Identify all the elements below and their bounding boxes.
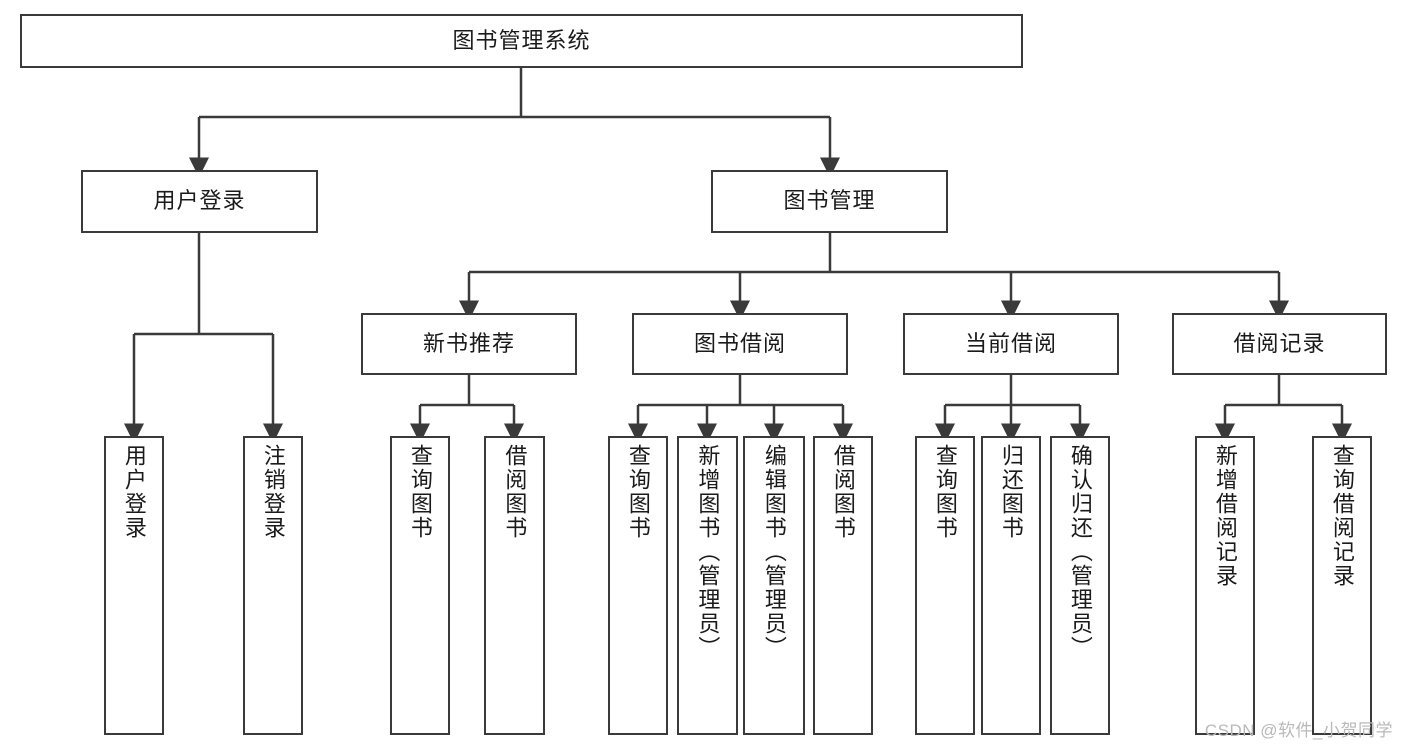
node-leaf-borrow-book-newbook-label: 借阅图书	[502, 444, 528, 540]
node-leaf-confirm-return-admin-label: 确认归还（管理员）	[1067, 444, 1093, 660]
node-leaf-query-book-newbook[interactable]: 查询图书	[390, 436, 450, 735]
node-leaf-confirm-return-admin[interactable]: 确认归还（管理员）	[1050, 436, 1110, 735]
node-book-borrow[interactable]: 图书借阅	[632, 313, 848, 375]
node-leaf-query-book-borrow-label: 查询图书	[625, 444, 651, 540]
node-leaf-query-book-borrow[interactable]: 查询图书	[608, 436, 668, 735]
node-leaf-query-book-newbook-label: 查询图书	[407, 444, 433, 540]
node-leaf-user-login[interactable]: 用户登录	[104, 436, 164, 735]
node-leaf-borrow-book-label: 借阅图书	[830, 444, 856, 540]
node-leaf-logout-label: 注销登录	[260, 444, 286, 540]
node-leaf-query-book-current[interactable]: 查询图书	[915, 436, 975, 735]
node-leaf-borrow-book-newbook[interactable]: 借阅图书	[484, 436, 545, 735]
node-root-book-management-system[interactable]: 图书管理系统	[20, 14, 1023, 68]
node-user-login-label: 用户登录	[153, 188, 246, 214]
node-leaf-borrow-book[interactable]: 借阅图书	[813, 436, 873, 735]
node-leaf-add-book-admin[interactable]: 新增图书（管理员）	[677, 436, 738, 735]
node-book-management[interactable]: 图书管理	[711, 170, 948, 233]
node-borrow-records-label: 借阅记录	[1233, 330, 1326, 356]
node-leaf-return-book[interactable]: 归还图书	[981, 436, 1041, 735]
node-new-book-recommend-label: 新书推荐	[422, 330, 515, 356]
node-current-borrow-label: 当前借阅	[964, 330, 1057, 356]
node-leaf-add-borrow-record[interactable]: 新增借阅记录	[1195, 436, 1255, 735]
node-new-book-recommend[interactable]: 新书推荐	[361, 313, 577, 375]
node-leaf-user-login-label: 用户登录	[121, 444, 147, 540]
node-leaf-query-borrow-record[interactable]: 查询借阅记录	[1312, 436, 1372, 735]
node-book-borrow-label: 图书借阅	[693, 330, 786, 356]
node-leaf-return-book-label: 归还图书	[998, 444, 1024, 540]
node-leaf-logout[interactable]: 注销登录	[243, 436, 303, 735]
node-leaf-add-borrow-record-label: 新增借阅记录	[1212, 444, 1238, 588]
node-current-borrow[interactable]: 当前借阅	[903, 313, 1119, 375]
node-leaf-edit-book-admin-label: 编辑图书（管理员）	[761, 444, 787, 660]
node-borrow-records[interactable]: 借阅记录	[1172, 313, 1387, 375]
node-leaf-add-book-admin-label: 新增图书（管理员）	[695, 444, 721, 660]
node-root-label: 图书管理系统	[452, 27, 591, 53]
node-leaf-query-borrow-record-label: 查询借阅记录	[1329, 444, 1355, 588]
node-user-login[interactable]: 用户登录	[81, 170, 318, 233]
node-leaf-query-book-current-label: 查询图书	[932, 444, 958, 540]
node-leaf-edit-book-admin[interactable]: 编辑图书（管理员）	[743, 436, 805, 735]
node-book-management-label: 图书管理	[783, 188, 876, 214]
